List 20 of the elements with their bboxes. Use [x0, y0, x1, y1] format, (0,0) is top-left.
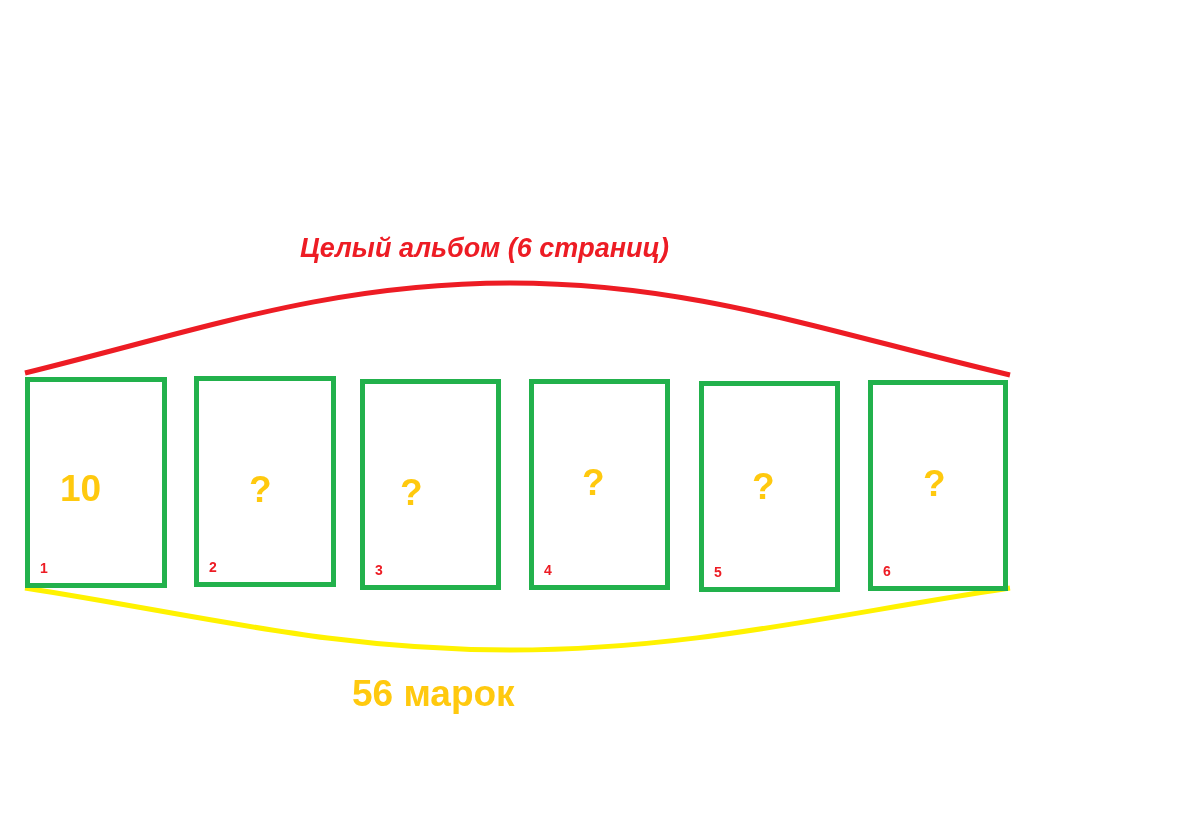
stamp-count: ? [249, 471, 272, 508]
heading-label: Целый альбом (6 страниц) [300, 232, 669, 265]
stamp-count: 10 [60, 470, 102, 507]
page-number: 6 [883, 564, 891, 578]
stamp-count: ? [752, 468, 775, 505]
stamp-count: ? [923, 465, 946, 502]
page-box [25, 377, 167, 588]
total-label: 56 марок [352, 672, 515, 716]
stamp-count: ? [582, 464, 605, 501]
page-box [868, 380, 1008, 591]
page-number: 4 [544, 563, 552, 577]
page-box [194, 376, 336, 587]
page-number: 5 [714, 565, 722, 579]
page-number: 2 [209, 560, 217, 574]
page-box [699, 381, 840, 592]
page-box [529, 379, 670, 590]
page-number: 1 [40, 561, 48, 575]
page-box [360, 379, 501, 590]
stamp-count: ? [400, 474, 423, 511]
page-number: 3 [375, 563, 383, 577]
